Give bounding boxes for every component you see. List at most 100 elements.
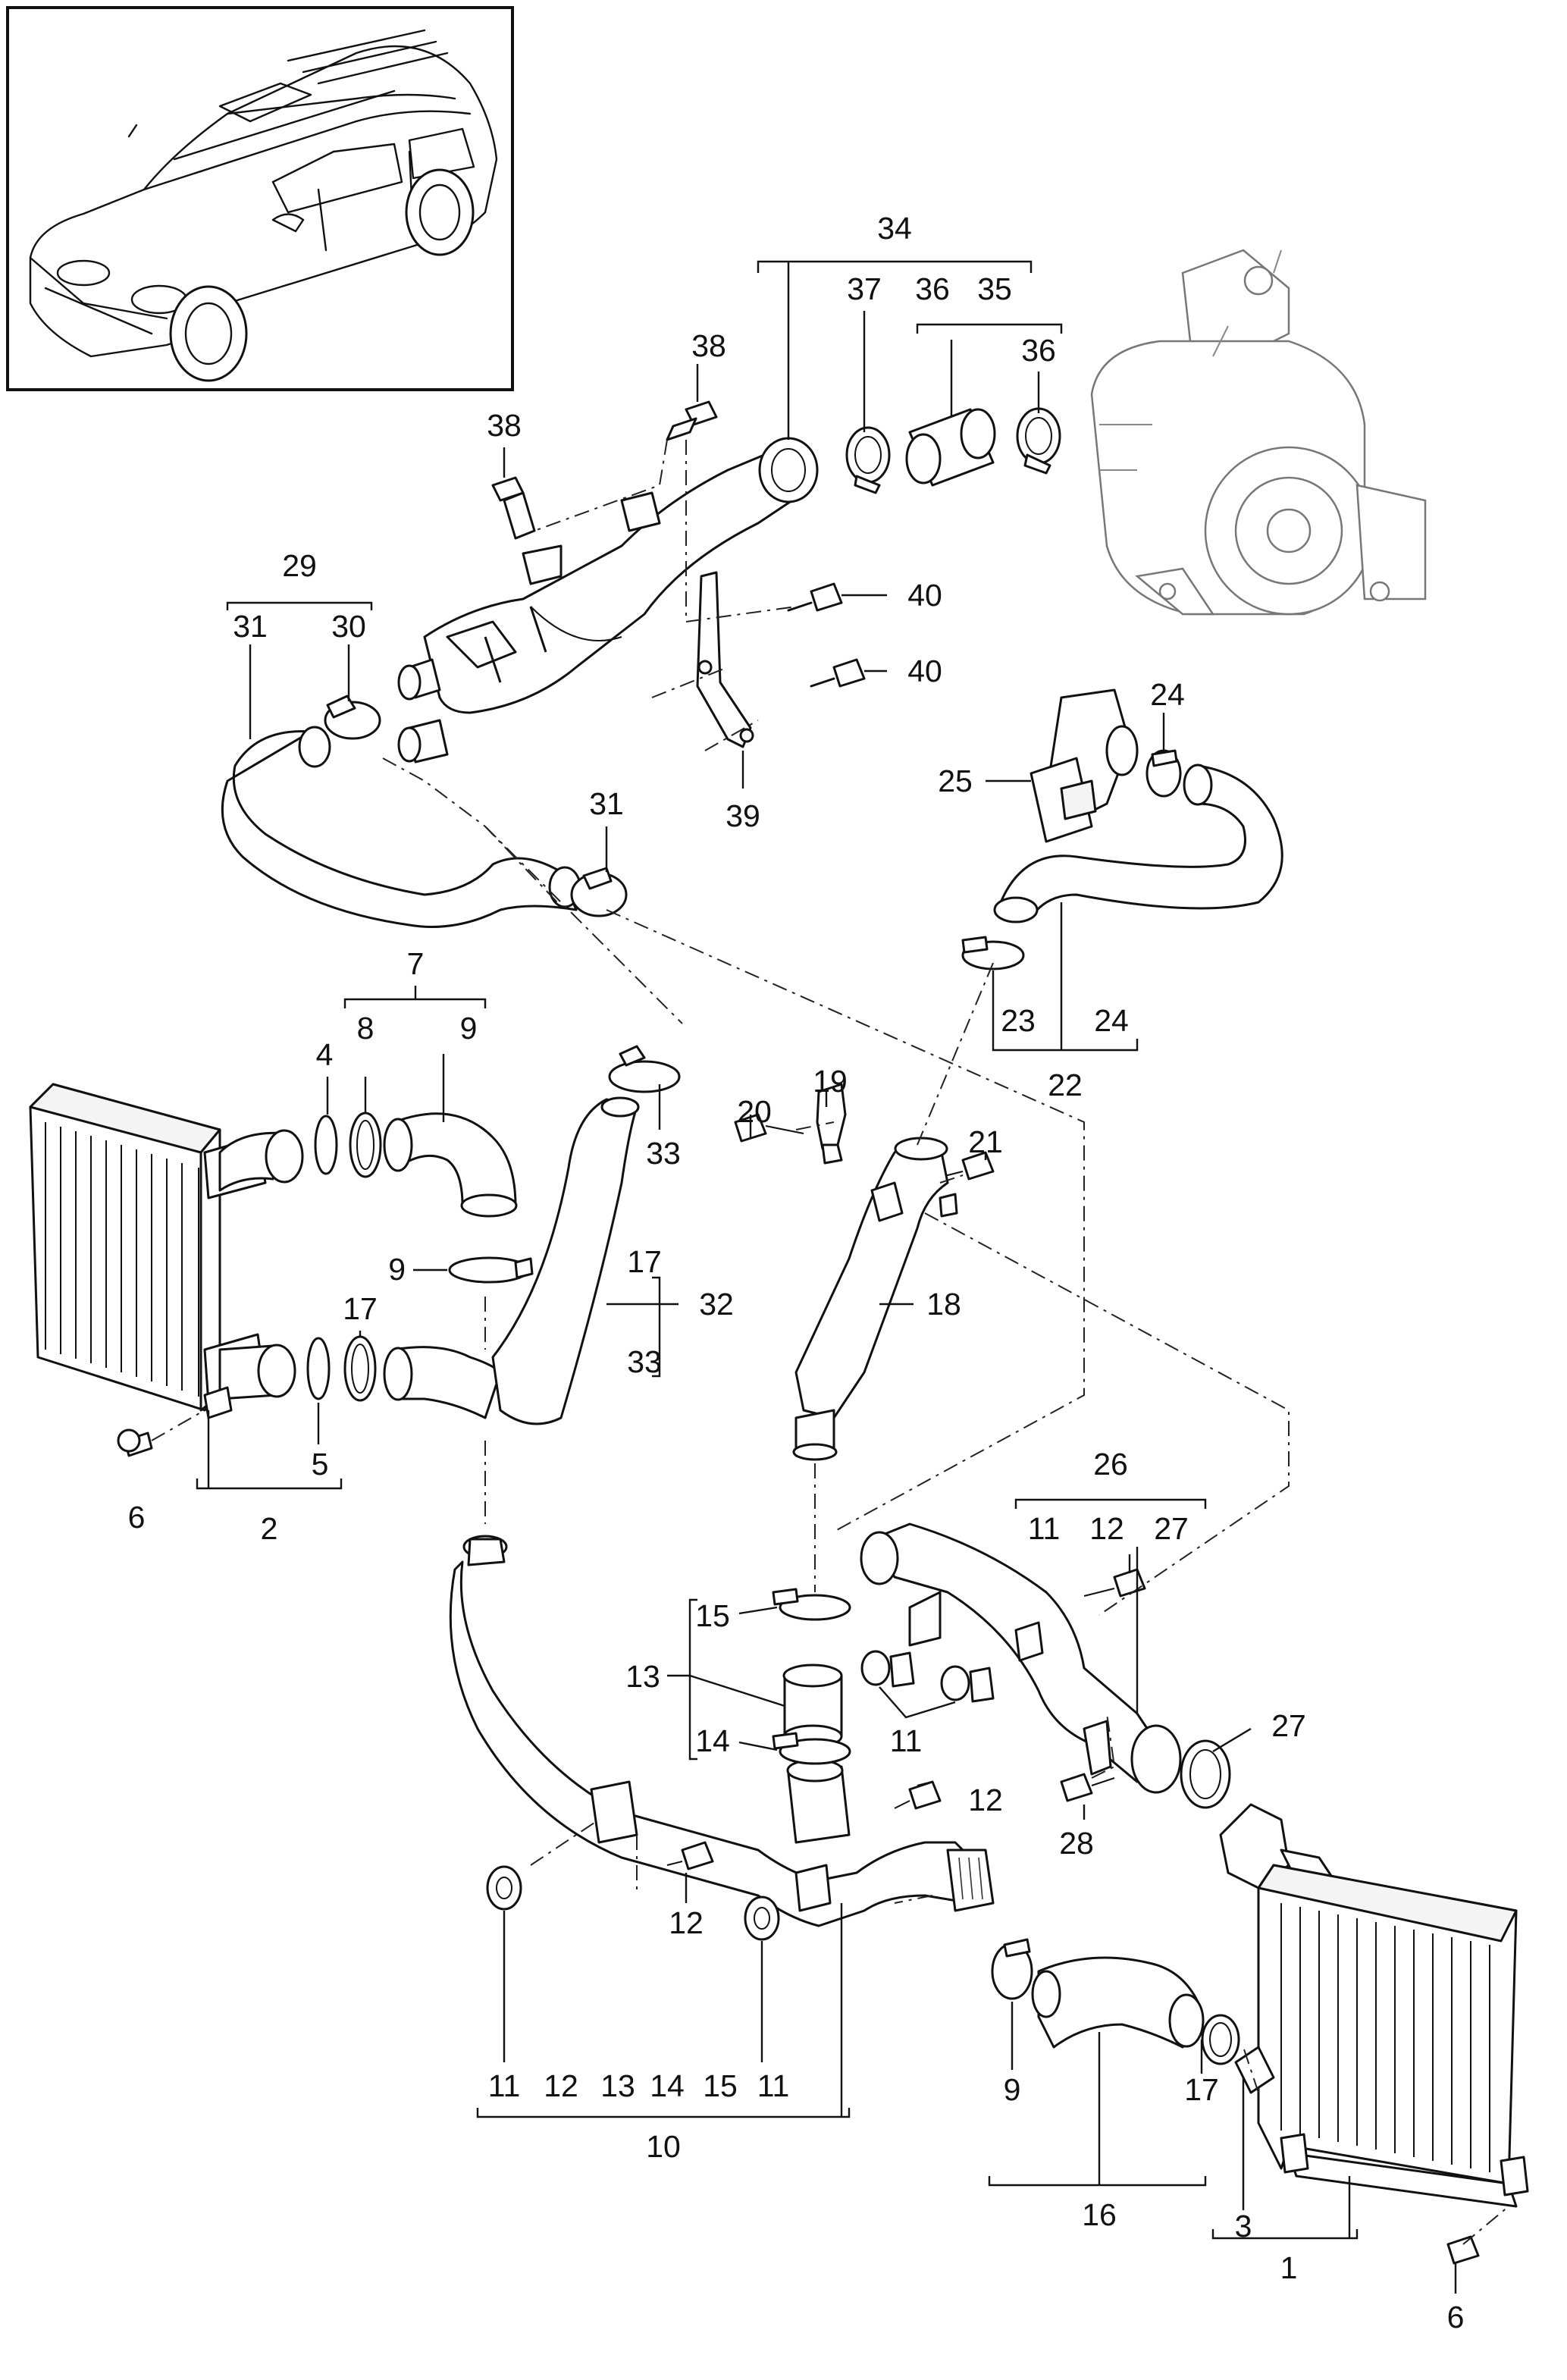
clamp-36 [1016, 407, 1061, 475]
label-12-bottom: 12 [544, 2068, 578, 2103]
crossover-pipe-26 [860, 1522, 1182, 1794]
bolt-40-upper [787, 582, 843, 612]
label-2: 2 [261, 1511, 278, 1546]
hose-24 [993, 764, 1283, 923]
turbocharger-reference [1090, 249, 1427, 616]
label-23: 23 [1001, 1003, 1036, 1038]
label-35: 35 [977, 271, 1012, 306]
seal-27-upper [1180, 1739, 1231, 1809]
bolts-12-lower [666, 1780, 942, 1870]
bracket-39 [696, 571, 754, 748]
bolt-12-upper [1083, 1568, 1146, 1598]
label-7: 7 [407, 946, 425, 981]
label-37: 37 [847, 271, 882, 306]
label-4: 4 [316, 1037, 334, 1072]
intercooler-right-fins [1280, 1903, 1490, 2172]
label-6-left: 6 [128, 1500, 146, 1535]
label-6-right: 6 [1447, 2300, 1465, 2335]
sleeve-36 [905, 408, 996, 487]
label-31-left: 31 [233, 609, 268, 644]
charge-pipe-34 [397, 437, 819, 764]
label-5: 5 [312, 1447, 329, 1482]
intercooler-left-fins [45, 1122, 199, 1397]
label-12-lower: 12 [669, 1905, 704, 1940]
label-33-mid: 33 [627, 1344, 662, 1379]
bolt-28 [1060, 1773, 1115, 1802]
label-26: 26 [1093, 1447, 1128, 1482]
lower-pipe-10 [449, 1535, 995, 1927]
throttle-valve-25 [1030, 688, 1139, 843]
label-15: 15 [695, 1598, 730, 1633]
label-24-upper: 24 [1150, 677, 1185, 712]
label-30: 30 [331, 609, 366, 644]
left-upper-connection-parts [314, 1112, 534, 1284]
intercooler-left [29, 1083, 304, 1457]
label-14: 14 [695, 1723, 730, 1758]
leader-lines [196, 260, 1457, 2294]
mounts-11-upper [860, 1650, 995, 1703]
label-12-mid: 12 [968, 1783, 1003, 1817]
label-11-bottom-b: 11 [757, 2068, 790, 2103]
pipe-18 [792, 1137, 958, 1461]
bolt-38-upper [666, 400, 718, 441]
label-9-left: 9 [388, 1252, 406, 1287]
label-38-upper: 38 [691, 328, 726, 363]
left-lower-connection-parts [306, 1335, 502, 1419]
clamp-30 [324, 695, 381, 740]
label-21: 21 [968, 1124, 1003, 1159]
label-25: 25 [938, 764, 973, 798]
sensor-19 [816, 1083, 847, 1165]
vehicle-thumbnail [6, 6, 514, 391]
label-31-right: 31 [589, 786, 624, 821]
callout-labels: 34 37 36 35 36 38 38 40 40 39 29 31 30 3… [128, 211, 1465, 2335]
label-14-bottom: 14 [650, 2068, 685, 2103]
label-19: 19 [813, 1064, 848, 1099]
label-28: 28 [1059, 1826, 1094, 1861]
intercooler-right [1219, 1803, 1529, 2265]
bolt-40-lower [810, 658, 866, 688]
label-17-lower: 17 [1184, 2072, 1219, 2107]
label-1: 1 [1280, 2250, 1298, 2285]
label-13-bottom: 13 [600, 2068, 635, 2103]
label-9-top: 9 [460, 1011, 478, 1046]
clamp-14 [772, 1732, 851, 1765]
label-34: 34 [877, 211, 912, 246]
hose-32 [491, 1045, 681, 1425]
label-12-top: 12 [1089, 1511, 1124, 1546]
label-27-right: 27 [1271, 1708, 1306, 1743]
label-18: 18 [926, 1287, 961, 1322]
label-33-top: 33 [646, 1136, 681, 1171]
bolt-38-lower [491, 476, 536, 540]
label-11-mounts: 11 [890, 1723, 923, 1758]
label-29: 29 [282, 548, 317, 583]
mounts-11-lower [486, 1865, 780, 1941]
hose-16 [1031, 1956, 1205, 2049]
clamp-24 [1145, 749, 1182, 798]
label-24-lower: 24 [1094, 1003, 1129, 1038]
label-15-bottom: 15 [703, 2068, 738, 2103]
clamp-31 [570, 867, 628, 917]
label-38-lower: 38 [487, 408, 522, 443]
label-8: 8 [357, 1011, 375, 1046]
label-13: 13 [625, 1659, 660, 1694]
label-3: 3 [1235, 2209, 1252, 2244]
label-36-top: 36 [915, 271, 950, 306]
label-10: 10 [646, 2129, 681, 2164]
clamp-23 [961, 936, 1025, 971]
assembly-center-lines [151, 439, 1509, 2245]
label-16: 16 [1082, 2197, 1117, 2232]
label-20: 20 [737, 1094, 772, 1129]
clamp-37 [845, 426, 891, 494]
suv-illustration [29, 29, 498, 382]
label-22: 22 [1048, 1068, 1083, 1102]
label-40-upper: 40 [907, 578, 942, 613]
label-11-top: 11 [1028, 1511, 1061, 1546]
label-17-right-of-hose: 17 [627, 1244, 662, 1279]
label-40-lower: 40 [907, 654, 942, 688]
label-39: 39 [726, 798, 760, 833]
clamp-15 [772, 1588, 851, 1621]
label-9-lower: 9 [1004, 2072, 1021, 2107]
label-11-bottom-a: 11 [488, 2068, 521, 2103]
label-17-left: 17 [343, 1291, 378, 1326]
